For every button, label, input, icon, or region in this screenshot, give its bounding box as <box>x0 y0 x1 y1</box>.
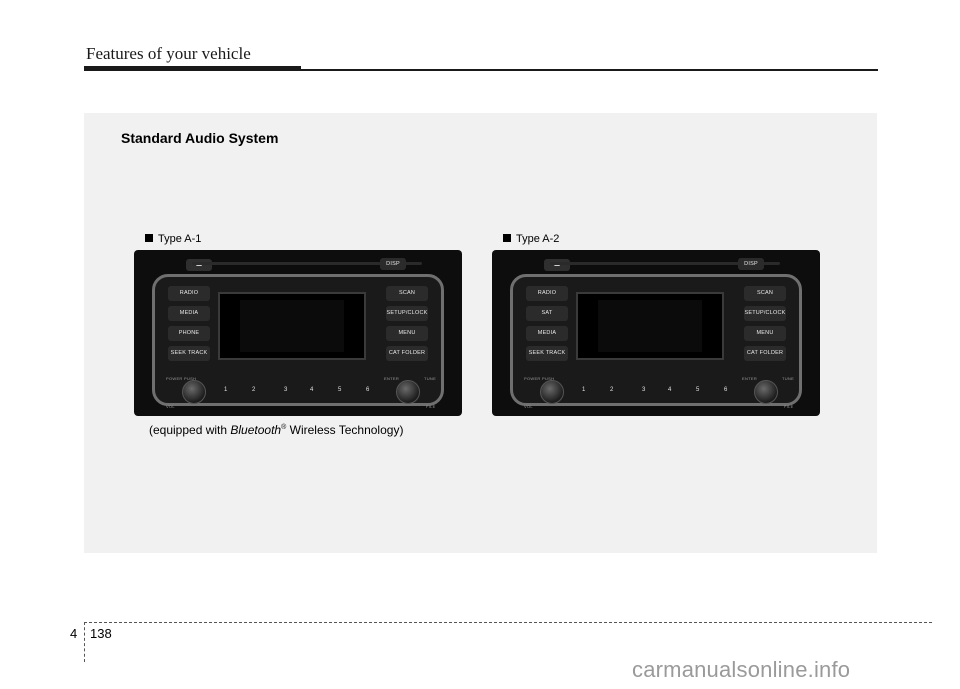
preset-3: 3 <box>642 387 646 393</box>
footer-section-number: 4 <box>70 626 78 641</box>
caption-prefix: (equipped with <box>149 423 231 437</box>
preset-4: 4 <box>668 387 672 393</box>
power-label: POWER PUSH <box>524 376 555 381</box>
audio-unit-a2: ⏏ DISP RADIO SAT MEDIA SEEK TRACK SCAN S… <box>492 250 820 416</box>
square-bullet-icon <box>503 234 511 242</box>
vol-label: VOL <box>524 404 533 409</box>
cd-slot <box>192 262 422 265</box>
footer-rule <box>84 622 932 623</box>
tune-knob <box>754 380 778 404</box>
preset-4: 4 <box>310 387 314 393</box>
tune-label: TUNE <box>782 376 795 381</box>
audio-unit-a1: ⏏ DISP RADIO MEDIA PHONE SEEK TRACK SCAN… <box>134 250 462 416</box>
preset-2: 2 <box>252 387 256 393</box>
preset-5: 5 <box>338 387 342 393</box>
seek-track-button: SEEK TRACK <box>526 346 568 361</box>
display-screen <box>218 292 366 360</box>
eject-button: ⏏ <box>186 259 212 271</box>
tune-knob <box>396 380 420 404</box>
cd-slot <box>550 262 780 265</box>
preset-1: 1 <box>224 387 228 393</box>
display-screen <box>576 292 724 360</box>
eject-button: ⏏ <box>544 259 570 271</box>
sat-button: SAT <box>526 306 568 321</box>
preset-6: 6 <box>724 387 728 393</box>
menu-button: MENU <box>386 326 428 341</box>
media-button: MEDIA <box>526 326 568 341</box>
type-label-text: Type A-2 <box>516 233 560 245</box>
cat-folder-button: CAT FOLDER <box>744 346 786 361</box>
preset-2: 2 <box>610 387 614 393</box>
file-label: FILE <box>426 404 436 409</box>
cat-folder-button: CAT FOLDER <box>386 346 428 361</box>
type-label-a1: Type A-1 <box>145 233 201 245</box>
preset-row: 1 2 3 4 5 6 <box>224 387 384 397</box>
radio-button: RADIO <box>168 286 210 301</box>
square-bullet-icon <box>145 234 153 242</box>
unit-caption: (equipped with Bluetooth® Wireless Techn… <box>149 423 403 437</box>
power-label: POWER PUSH <box>166 376 197 381</box>
enter-label: ENTER <box>742 376 758 381</box>
radio-button: RADIO <box>526 286 568 301</box>
preset-1: 1 <box>582 387 586 393</box>
caption-reg: ® <box>281 424 287 431</box>
setup-clock-button: SETUP/CLOCK <box>386 306 428 321</box>
header-title: Features of your vehicle <box>86 44 251 63</box>
setup-clock-button: SETUP/CLOCK <box>744 306 786 321</box>
header-rule <box>301 69 878 71</box>
section-title: Standard Audio System <box>121 130 279 146</box>
seek-track-button: SEEK TRACK <box>168 346 210 361</box>
menu-button: MENU <box>744 326 786 341</box>
enter-label: ENTER <box>384 376 400 381</box>
scan-button: SCAN <box>744 286 786 301</box>
watermark: carmanualsonline.info <box>632 657 851 682</box>
preset-3: 3 <box>284 387 288 393</box>
footer-page-number: 138 <box>90 626 112 641</box>
type-label-text: Type A-1 <box>158 233 202 245</box>
disp-button: DISP <box>380 258 406 270</box>
disp-button: DISP <box>738 258 764 270</box>
scan-button: SCAN <box>386 286 428 301</box>
media-button: MEDIA <box>168 306 210 321</box>
caption-suffix: Wireless Technology) <box>286 423 404 437</box>
preset-5: 5 <box>696 387 700 393</box>
type-label-a2: Type A-2 <box>503 233 559 245</box>
footer-divider <box>84 622 85 662</box>
vol-label: VOL <box>166 404 175 409</box>
preset-row: 1 2 3 4 5 6 <box>582 387 742 397</box>
caption-brand: Bluetooth <box>230 423 282 437</box>
volume-knob <box>540 380 564 404</box>
file-label: FILE <box>784 404 794 409</box>
phone-button: PHONE <box>168 326 210 341</box>
preset-6: 6 <box>366 387 370 393</box>
tune-label: TUNE <box>424 376 437 381</box>
volume-knob <box>182 380 206 404</box>
header-bar <box>84 66 301 71</box>
